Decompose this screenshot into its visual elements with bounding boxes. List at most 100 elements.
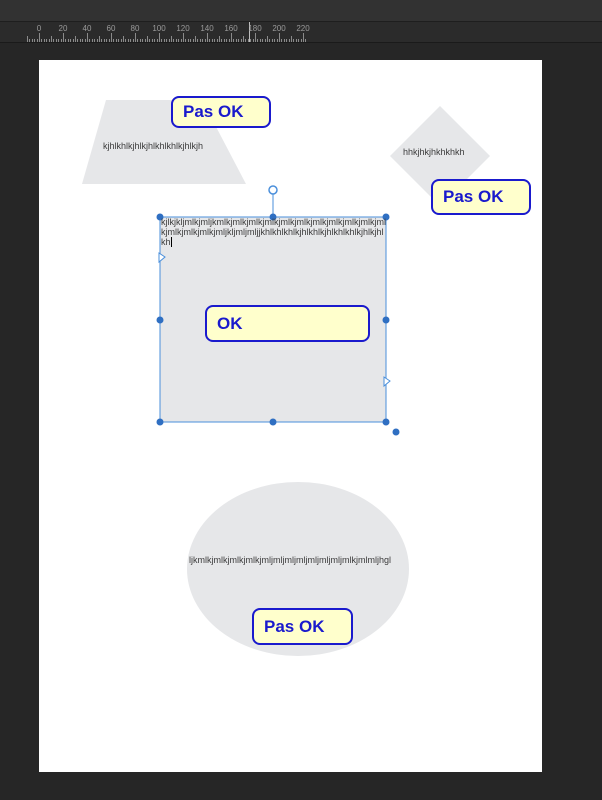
ruler-tick — [286, 39, 288, 42]
ruler-tick — [298, 39, 300, 42]
ruler-tick — [279, 33, 280, 42]
ruler-tick — [226, 39, 228, 42]
resize-handle-bottom-right[interactable] — [382, 418, 390, 426]
ruler-tick — [171, 36, 172, 42]
ruler-tick — [187, 39, 189, 42]
ellipse-shape[interactable] — [187, 482, 409, 656]
ruler-tick — [39, 33, 40, 42]
rectangle-callout-label: OK — [217, 313, 243, 333]
ruler-tick — [209, 39, 211, 42]
ruler-tick — [135, 33, 136, 42]
ruler-tick — [274, 39, 276, 42]
ruler-tick — [58, 39, 60, 42]
ruler-tick — [161, 39, 163, 42]
ruler-tick — [60, 39, 62, 42]
ruler-tick — [166, 39, 168, 42]
ruler-label: 60 — [106, 24, 116, 33]
ruler-label: 0 — [36, 24, 42, 33]
trapezoid-callout[interactable]: Pas OK — [171, 96, 271, 128]
ruler-tick — [27, 36, 28, 42]
ruler-tick — [113, 39, 115, 42]
ruler-tick — [250, 39, 252, 42]
ruler-tick — [214, 39, 216, 42]
selected-rectangle-text-content: kjlkjkljmlkjmljkmlkjmlkjmlkjmlkjmlkjmlkj… — [161, 217, 386, 247]
ruler-tick — [137, 39, 139, 42]
ruler-tick — [195, 36, 196, 42]
ruler-tick — [271, 39, 273, 42]
ruler-tick — [70, 39, 72, 42]
ruler-tick — [211, 39, 213, 42]
ruler-label: 220 — [296, 24, 310, 33]
ruler-label: 160 — [224, 24, 238, 33]
ruler-label: 200 — [272, 24, 286, 33]
rotate-handle[interactable] — [268, 185, 278, 195]
ruler-tick — [65, 39, 67, 42]
text-inport-arrow-icon[interactable] — [158, 252, 166, 264]
link-handle[interactable] — [392, 428, 400, 436]
ruler-tick — [163, 39, 165, 42]
selection-frame[interactable] — [156, 185, 400, 436]
resize-handle-bottom[interactable] — [269, 418, 277, 426]
selected-rectangle-text[interactable]: kjlkjkljmlkjmljkmlkjmlkjmlkjmlkjmlkjmlkj… — [161, 217, 387, 247]
ruler-tick — [103, 39, 105, 42]
ruler-tick — [269, 39, 271, 42]
ruler-tick — [175, 39, 177, 42]
diamond-callout-label: Pas OK — [443, 187, 504, 206]
ellipse-callout[interactable]: Pas OK — [252, 608, 353, 645]
ruler-tick — [139, 39, 141, 42]
canvas-page[interactable]: kjhlkhlkjhlkjhlkhlkhlkjhlkjh hhkjhkjhkhk… — [39, 60, 542, 772]
ruler-tick — [106, 39, 108, 42]
resize-handle-top-left[interactable] — [156, 213, 164, 221]
ruler-tick — [36, 39, 38, 42]
ruler-tick — [96, 39, 98, 42]
text-outport-arrow-icon[interactable] — [383, 376, 391, 388]
resize-handle-top-right[interactable] — [382, 213, 390, 221]
ruler-label: 20 — [58, 24, 68, 33]
ruler-tick — [293, 39, 295, 42]
ruler-tick — [34, 39, 36, 42]
ruler-tick — [43, 39, 45, 42]
ruler-tick — [130, 39, 132, 42]
ruler-tick — [111, 33, 112, 42]
ruler-tick — [192, 39, 194, 42]
ruler-tick — [185, 39, 187, 42]
trapezoid-text: kjhlkhlkjhlkjhlkhlkhlkjhlkjh — [103, 141, 204, 151]
ruler-tick — [233, 39, 235, 42]
ruler-tick — [228, 39, 230, 42]
ruler-tick — [262, 39, 264, 42]
ruler-tick — [99, 36, 100, 42]
app-toolbar — [0, 0, 602, 22]
ruler-tick — [283, 39, 285, 42]
resize-handle-bottom-left[interactable] — [156, 418, 164, 426]
ruler-tick — [53, 39, 55, 42]
ruler-tick — [75, 36, 76, 42]
ruler-tick — [240, 39, 242, 42]
ruler-tick — [29, 39, 31, 42]
ruler-tick — [247, 39, 249, 42]
resize-handle-left[interactable] — [156, 316, 164, 324]
ruler-tick — [118, 39, 120, 42]
ruler-tick — [231, 33, 232, 42]
ruler-tick — [267, 36, 268, 42]
ruler-tick — [207, 33, 208, 42]
ruler-tick — [252, 39, 254, 42]
ruler-tick — [48, 39, 50, 42]
rectangle-callout[interactable]: OK — [205, 305, 370, 342]
ruler-tick — [127, 39, 129, 42]
ruler-tick — [151, 39, 153, 42]
diamond-callout[interactable]: Pas OK — [431, 179, 531, 215]
resize-handle-right[interactable] — [382, 316, 390, 324]
ruler-tick — [173, 39, 175, 42]
ruler-tick — [31, 39, 33, 42]
trapezoid-callout-label: Pas OK — [183, 102, 244, 121]
ruler-tick — [84, 39, 86, 42]
diamond-text: hhkjhkjhkhkhkh — [403, 147, 465, 157]
ruler-tick — [46, 39, 48, 42]
ruler-tick — [87, 33, 88, 42]
ruler-tick — [243, 36, 244, 42]
ruler-tick — [295, 39, 297, 42]
resize-handle-top[interactable] — [269, 213, 277, 221]
ruler-tick — [197, 39, 199, 42]
ruler-tick — [94, 39, 96, 42]
